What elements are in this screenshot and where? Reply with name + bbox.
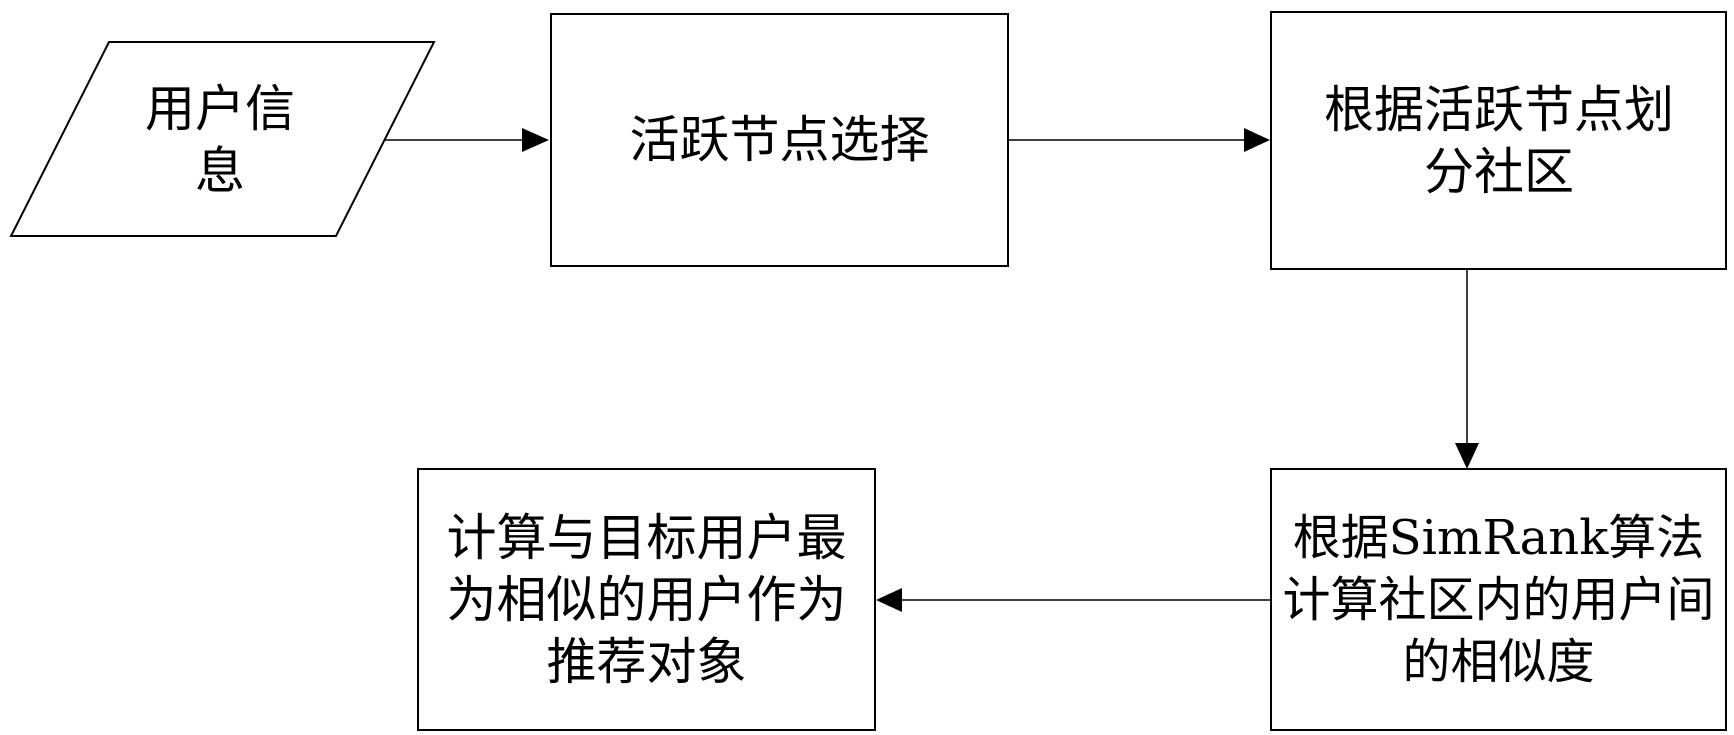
edge-user-info-to-active-node-selection xyxy=(385,128,549,152)
node-recommend-target-text: 计算与目标用户最为相似的用户作为推荐对象 xyxy=(445,507,848,693)
node-active-node-selection-label: 活跃节点选择 xyxy=(556,18,1003,262)
node-active-node-selection-text: 活跃节点选择 xyxy=(630,109,930,171)
node-user-info-text: 用户信息 xyxy=(135,78,305,202)
arrowhead-right xyxy=(1244,128,1270,152)
node-simrank-similarity-text: 根据SimRank算法计算社区内的用户间的相似度 xyxy=(1276,507,1721,693)
node-user-info-label: 用户信息 xyxy=(135,72,305,208)
arrowhead-right xyxy=(522,128,549,152)
node-partition-community-text: 根据活跃节点划分社区 xyxy=(1304,79,1694,203)
edge-active-node-selection-to-partition-community xyxy=(1008,128,1270,152)
node-recommend-target-label: 计算与目标用户最为相似的用户作为推荐对象 xyxy=(445,473,848,726)
node-simrank-similarity-label: 根据SimRank算法计算社区内的用户间的相似度 xyxy=(1276,473,1721,726)
edge-simrank-similarity-to-recommend-target xyxy=(876,588,1271,612)
node-partition-community-label: 根据活跃节点划分社区 xyxy=(1304,16,1694,265)
edge-partition-community-to-simrank-similarity xyxy=(1455,269,1479,469)
arrowhead-left xyxy=(876,588,902,612)
arrowhead-down xyxy=(1455,443,1479,469)
